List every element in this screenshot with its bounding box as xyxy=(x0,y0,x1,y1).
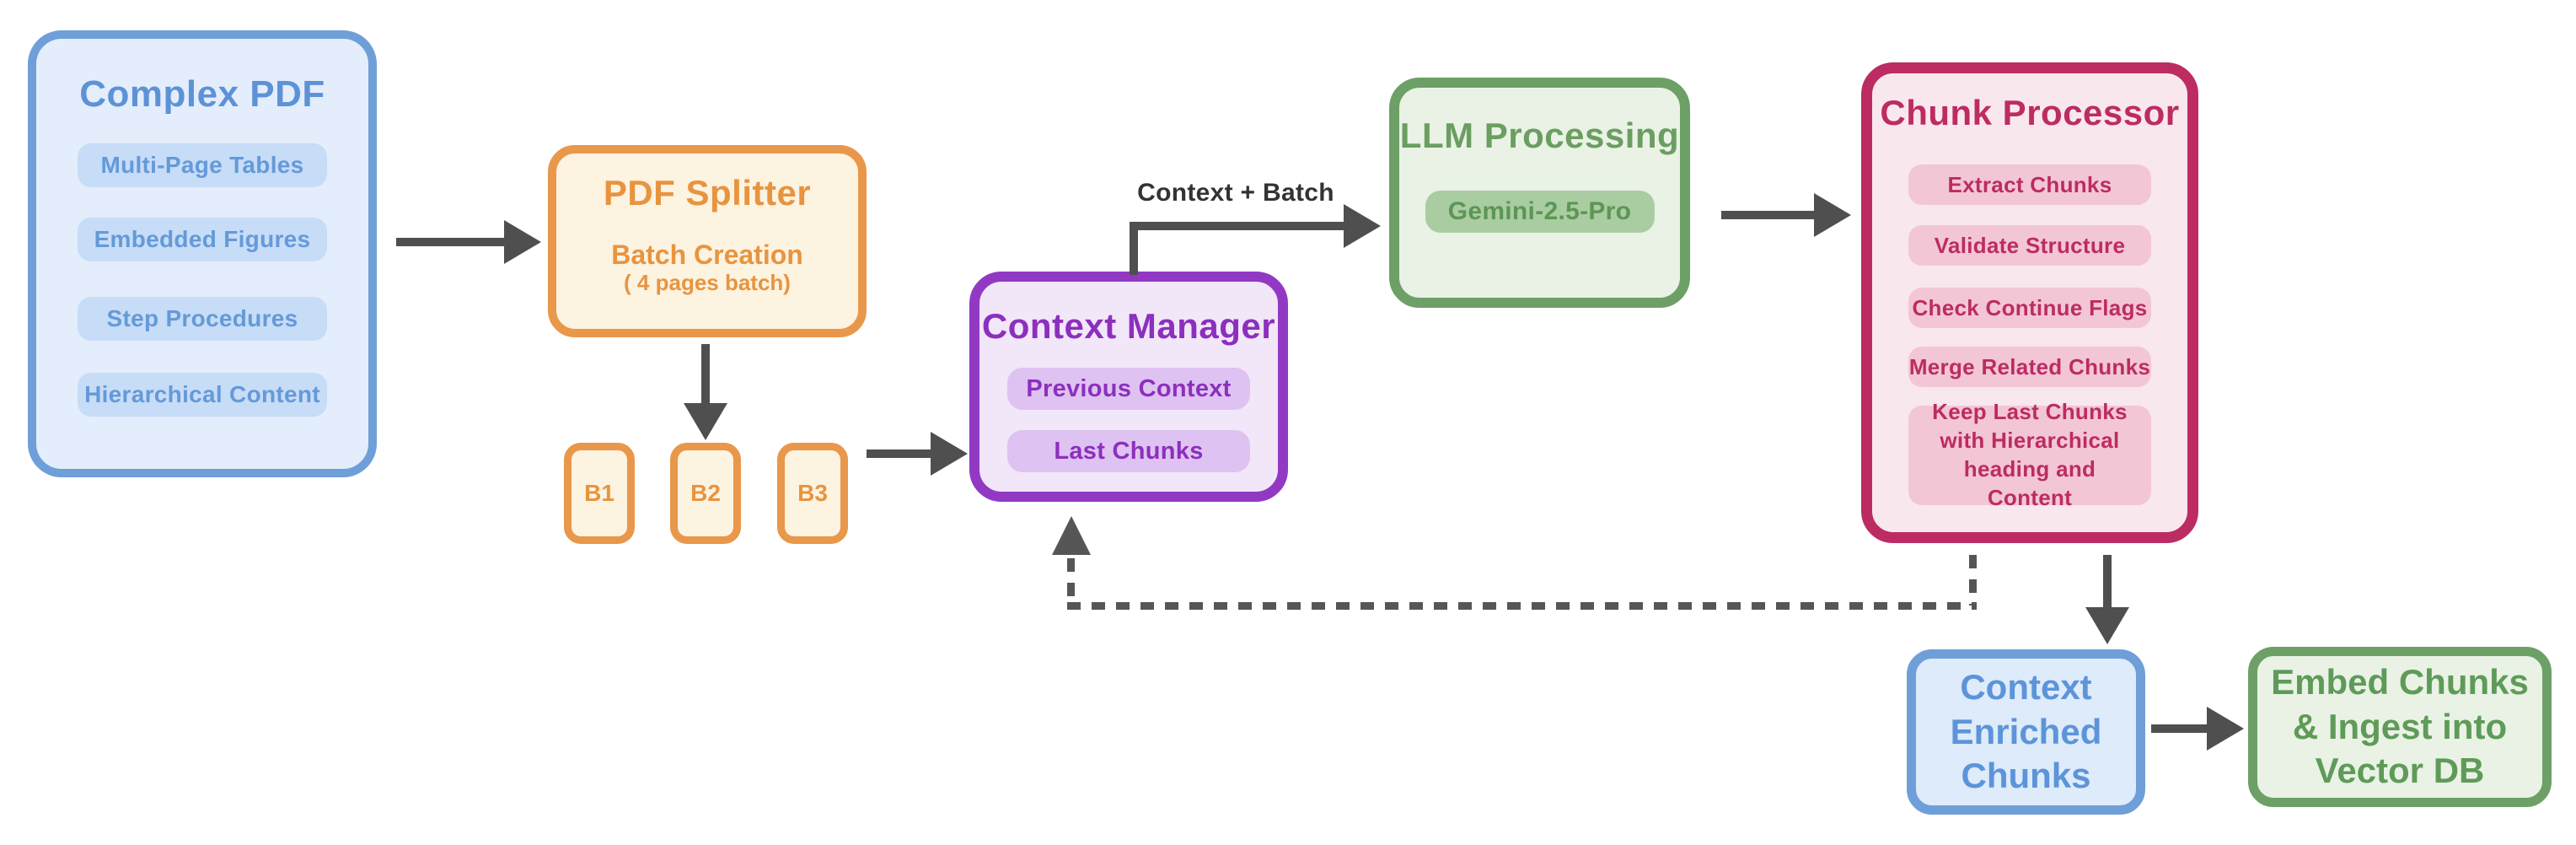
arrow-context-manager-to-llm xyxy=(1130,222,1345,230)
arrow-chunk-processor-to-enriched xyxy=(2103,555,2112,609)
context-batch-label: Context + Batch xyxy=(1137,179,1334,207)
node-pdf-splitter: PDF Splitter Batch Creation ( 4 pages ba… xyxy=(548,145,867,337)
feature-pill-multi-page-tables: Multi-Page Tables xyxy=(78,143,327,187)
batch-box-b2: B2 xyxy=(670,443,741,544)
batch-label: B3 xyxy=(797,480,828,506)
batch-label: B1 xyxy=(584,480,614,506)
feature-pill-hierarchical-content: Hierarchical Content xyxy=(78,373,327,417)
pill-last-chunks: Last Chunks xyxy=(1007,430,1250,472)
pill-check-continue-flags: Check Continue Flags xyxy=(1908,288,2151,328)
node-embed-chunks-vector-db: Embed Chunks & Ingest into Vector DB xyxy=(2248,647,2552,807)
arrow-batches-to-context-manager xyxy=(867,449,932,458)
feature-pill-embedded-figures: Embedded Figures xyxy=(78,218,327,261)
arrowhead-batches-to-context-manager xyxy=(931,432,968,476)
complex-pdf-title: Complex PDF xyxy=(79,73,325,115)
context-manager-title: Context Manager xyxy=(981,306,1276,346)
feedback-dashed-vertical-left xyxy=(1067,558,1075,605)
arrow-llm-to-chunk-processor xyxy=(1721,211,1816,219)
batch-label: B2 xyxy=(690,480,721,506)
arrowhead-complexpdf-to-splitter xyxy=(504,220,541,264)
arrowhead-enriched-to-embed xyxy=(2207,707,2244,751)
pill-gemini-model: Gemini-2.5-Pro xyxy=(1425,191,1655,233)
node-context-manager: Context Manager Previous Context Last Ch… xyxy=(969,272,1288,502)
arrowhead-feedback-to-context-manager xyxy=(1052,516,1091,555)
embed-chunks-line: Vector DB xyxy=(2315,751,2485,791)
arrowhead-chunk-processor-to-enriched xyxy=(2085,607,2129,644)
arrow-complexpdf-to-splitter xyxy=(396,238,504,246)
batch-box-b1: B1 xyxy=(564,443,635,544)
arrow-enriched-to-embed xyxy=(2151,724,2208,733)
embed-chunks-line: Embed Chunks xyxy=(2271,661,2529,702)
context-enriched-line: Context xyxy=(1960,666,2092,707)
node-complex-pdf: Complex PDF Multi-Page Tables Embedded F… xyxy=(28,30,377,477)
node-llm-processing: LLM Processing Gemini-2.5-Pro xyxy=(1389,78,1690,308)
pill-previous-context: Previous Context xyxy=(1007,368,1250,410)
pill-extract-chunks: Extract Chunks xyxy=(1908,164,2151,205)
node-chunk-processor: Chunk Processor Extract Chunks Validate … xyxy=(1861,62,2198,543)
feedback-dashed-vertical-right xyxy=(1969,555,1977,605)
pdf-splitter-note: ( 4 pages batch) xyxy=(624,270,791,295)
arrowhead-splitter-to-batches xyxy=(684,403,727,440)
context-enriched-line: Enriched xyxy=(1950,711,2102,751)
pill-merge-related-chunks: Merge Related Chunks xyxy=(1908,347,2151,387)
arrowhead-llm-to-chunk-processor xyxy=(1814,193,1851,237)
pill-validate-structure: Validate Structure xyxy=(1908,225,2151,266)
chunk-processor-title: Chunk Processor xyxy=(1880,93,2180,132)
node-context-enriched-chunks: Context Enriched Chunks xyxy=(1907,649,2145,815)
pdf-splitter-subtitle: Batch Creation xyxy=(611,240,803,270)
batch-box-b3: B3 xyxy=(777,443,848,544)
arrowhead-context-manager-to-llm xyxy=(1344,204,1381,248)
feature-pill-step-procedures: Step Procedures xyxy=(78,297,327,341)
context-enriched-line: Chunks xyxy=(1961,756,2091,796)
arrow-context-manager-up-segment xyxy=(1130,222,1138,275)
arrow-splitter-to-batches xyxy=(701,344,710,405)
llm-processing-title: LLM Processing xyxy=(1399,116,1680,155)
pdf-splitter-title: PDF Splitter xyxy=(603,173,812,213)
feedback-dashed-horizontal xyxy=(1067,602,1977,610)
embed-chunks-line: & Ingest into xyxy=(2292,706,2508,746)
pill-keep-last-chunks: Keep Last Chunks with Hierarchical headi… xyxy=(1908,399,2151,510)
